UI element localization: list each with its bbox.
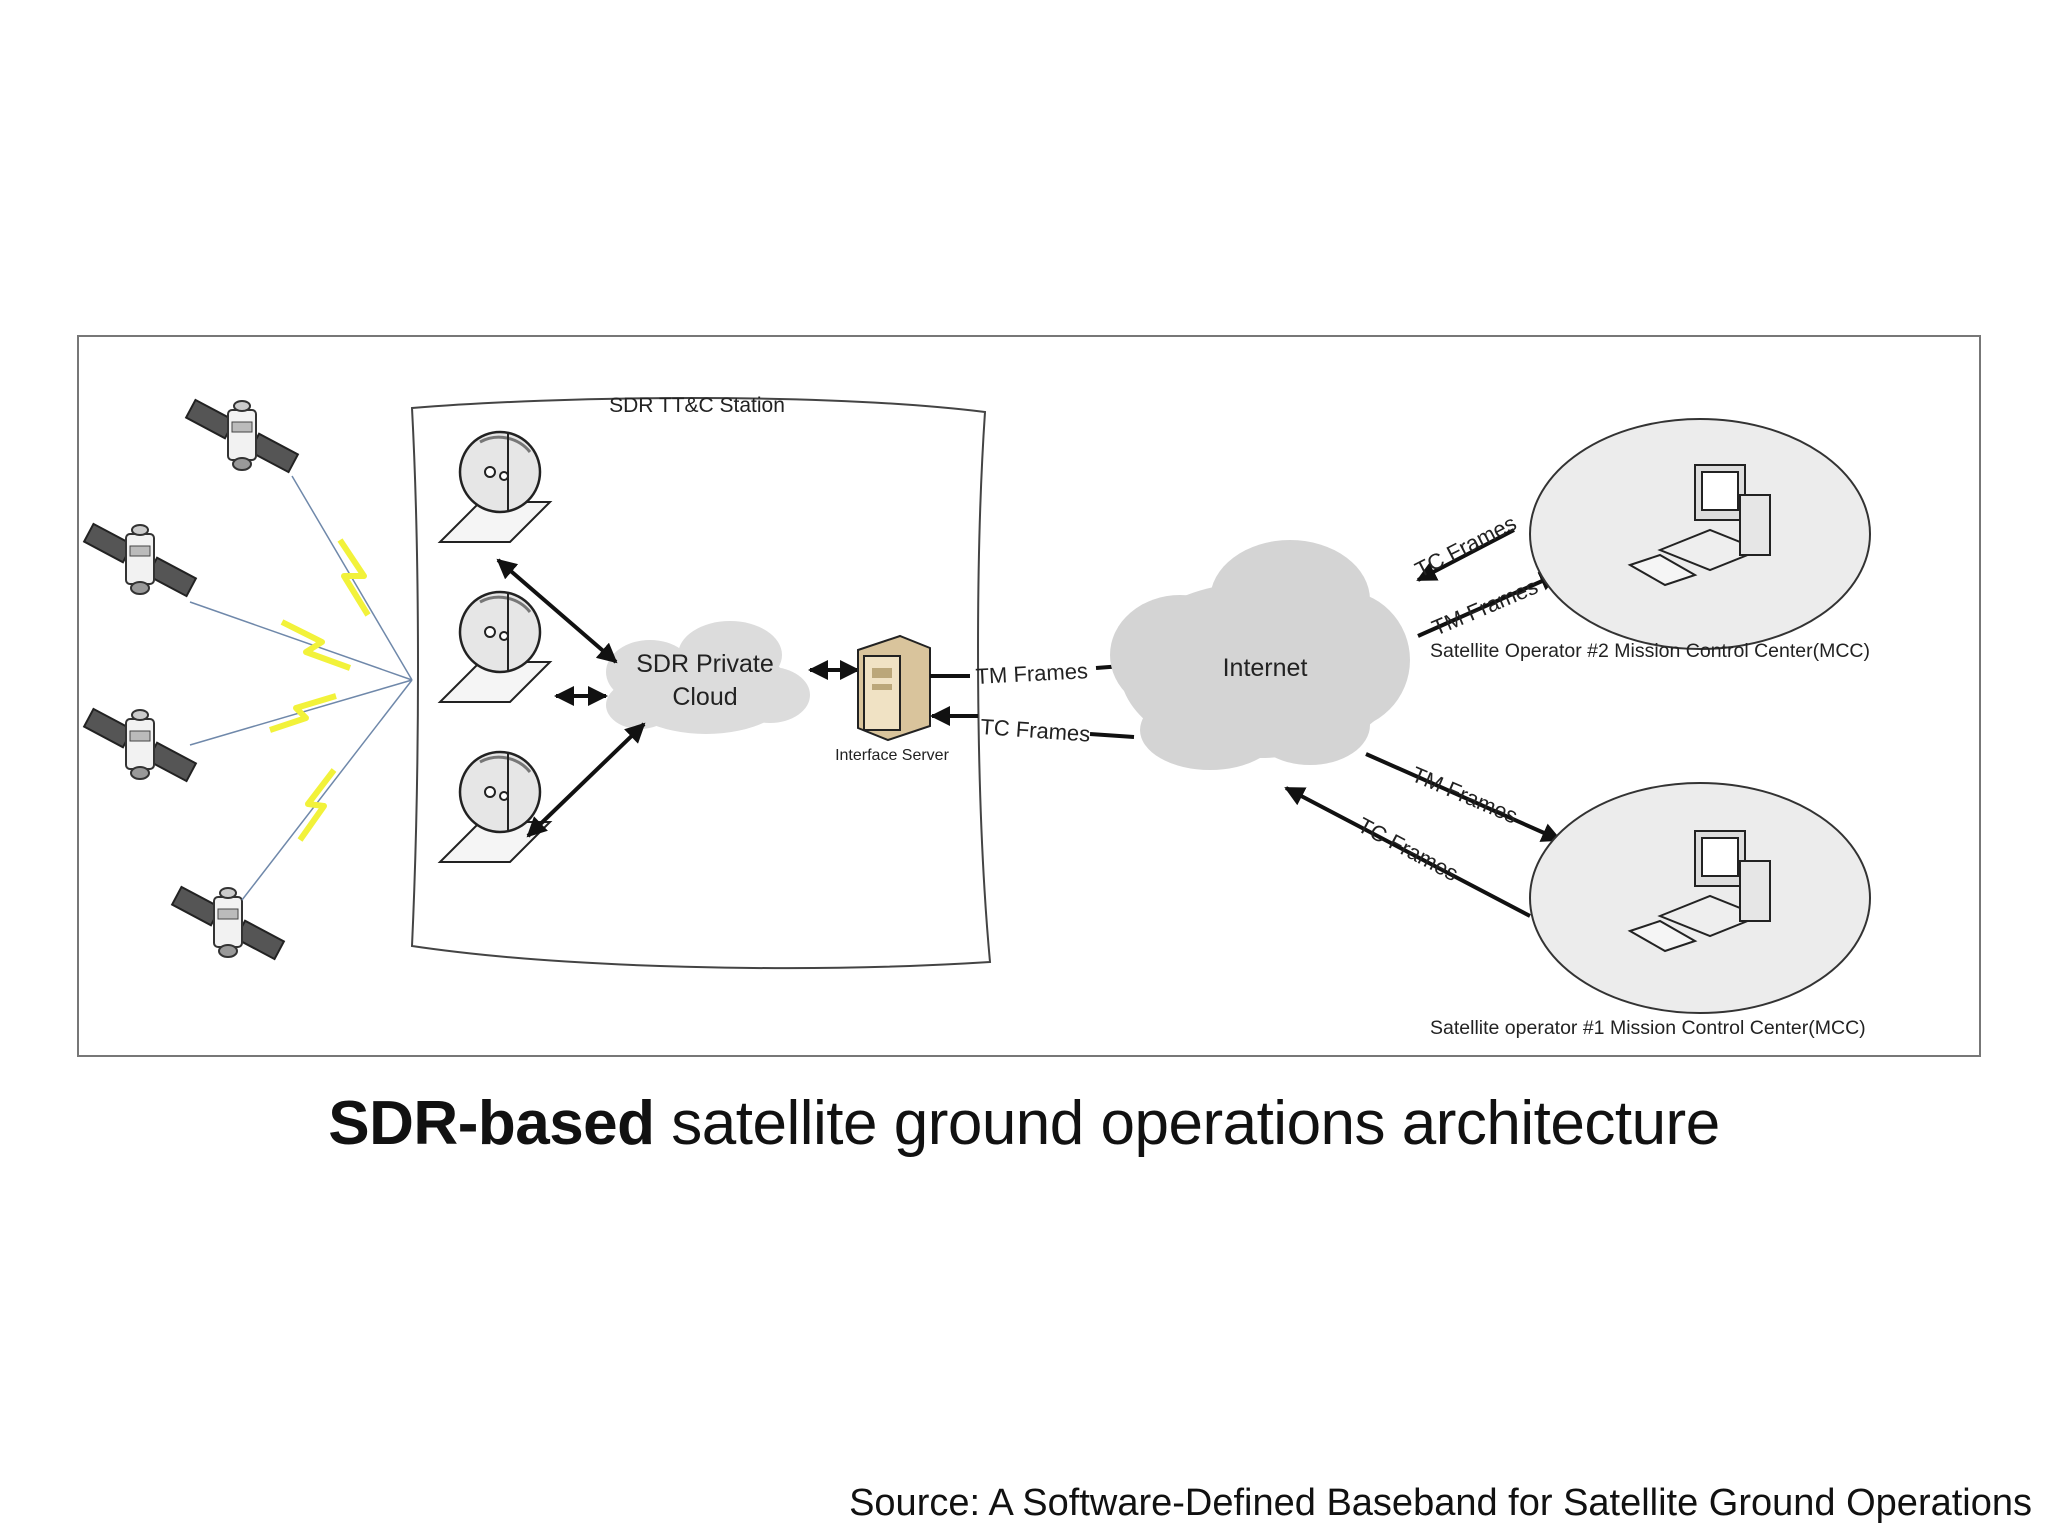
caption-bold: SDR-based <box>328 1089 655 1158</box>
mcc1-label: Satellite operator #1 Mission Control Ce… <box>1430 1017 1866 1039</box>
tm-frames-label: TM Frames <box>975 658 1089 689</box>
private-cloud-icon <box>606 621 810 734</box>
station-title: SDR TT&C Station <box>609 394 785 417</box>
caption-rest: satellite ground operations architecture <box>654 1089 1720 1158</box>
mcc1-ellipse <box>1529 782 1871 1014</box>
source-citation: Source: A Software-Defined Baseband for … <box>849 1482 2032 1524</box>
figure-caption: SDR-based satellite ground operations ar… <box>0 1088 2048 1159</box>
interface-server-icon <box>857 634 931 742</box>
radio-links <box>189 475 413 901</box>
internet-cloud-icon <box>1110 540 1410 770</box>
server-internet-links <box>930 656 1138 739</box>
dish-cloud-arrows <box>496 558 860 838</box>
private-cloud-label-line1: SDR Private <box>636 650 774 678</box>
interface-server-label: Interface Server <box>835 747 950 764</box>
internet-mcc-links <box>1284 528 1562 918</box>
internet-label: Internet <box>1223 654 1308 682</box>
private-cloud-label-line2: Cloud <box>672 683 737 711</box>
mcc2-label: Satellite Operator #2 Mission Control Ce… <box>1430 640 1870 662</box>
